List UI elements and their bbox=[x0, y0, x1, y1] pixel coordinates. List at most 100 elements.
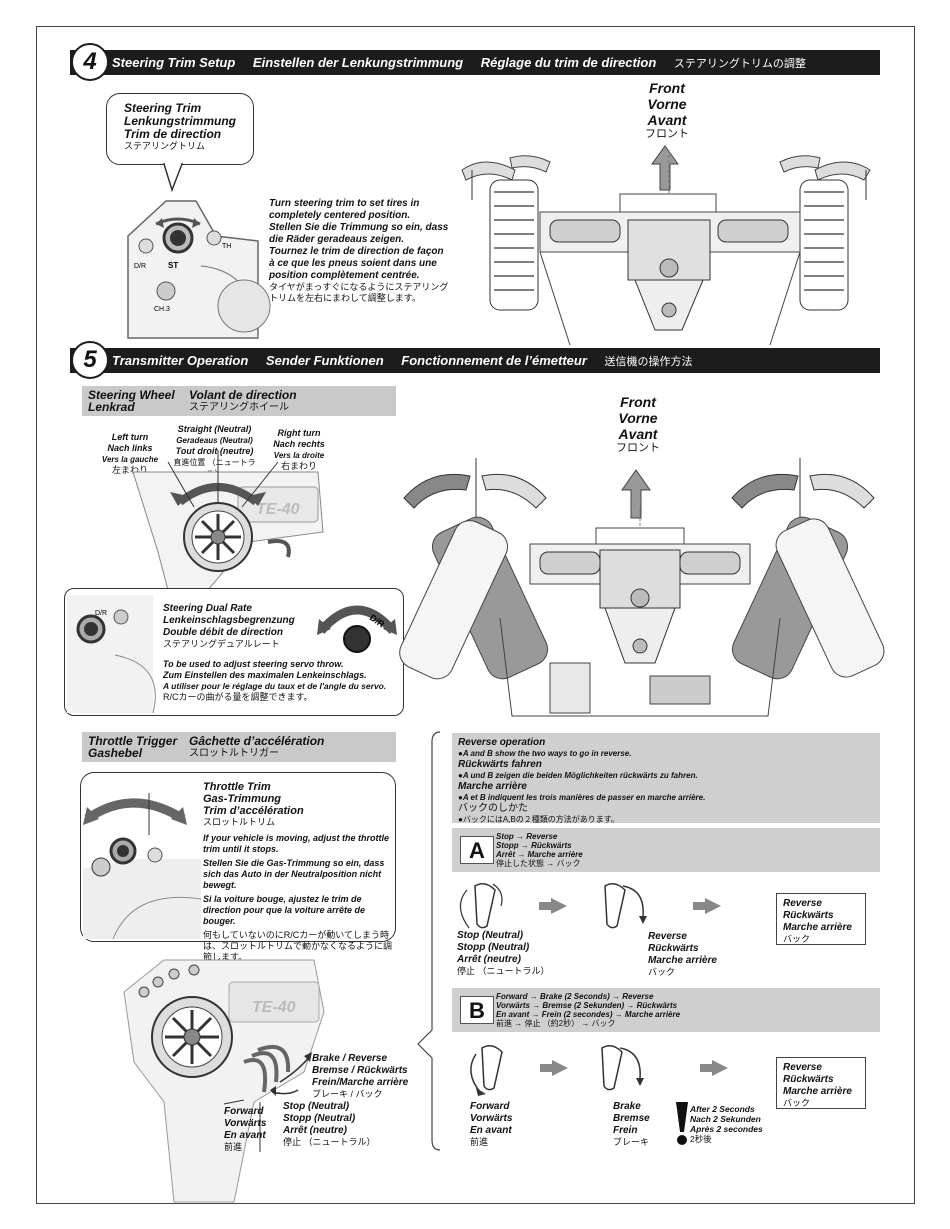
right-turn-label: Right turn Nach rechts Vers la droite 右ま… bbox=[268, 428, 330, 472]
b-wait-en: After 2 Seconds bbox=[690, 1104, 755, 1114]
b-fwd-fr: En avant bbox=[470, 1125, 512, 1136]
step5-title-fr: Fonctionnement de l’émetteur bbox=[401, 353, 587, 368]
a-rev-de: Rückwärts bbox=[648, 943, 699, 954]
left-jp: 左まわり bbox=[111, 465, 148, 475]
b-brake-fr: Frein bbox=[613, 1125, 638, 1136]
ch3-label: CH.3 bbox=[154, 306, 170, 313]
reverse-operation-box: Reverse operation ●A and B show the two … bbox=[452, 733, 880, 824]
wheel-head-jp: ステアリングホイール bbox=[189, 402, 289, 413]
brake-fr: Frein/Marche arrière bbox=[312, 1077, 409, 1088]
callout-en: Steering Trim bbox=[124, 101, 202, 115]
b-wait-label: After 2 Seconds Nach 2 Sekunden Après 2 … bbox=[690, 1104, 780, 1144]
tt-desc-jp: 何もしていないのにR/Cカーが動いてしまう時は、スロットルトリムで動かなくなるよ… bbox=[203, 930, 393, 962]
right-jp: 右まわり bbox=[280, 461, 317, 471]
callout-jp: ステアリングトリム bbox=[124, 141, 206, 151]
stop-de: Stopp (Neutral) bbox=[283, 1113, 356, 1124]
callout-de: Lenkungstrimmung bbox=[124, 114, 237, 128]
rev-en: Reverse operation bbox=[458, 737, 546, 748]
tx-brand-logo-2: TE-40 bbox=[252, 999, 296, 1016]
method-b-letter: B bbox=[460, 996, 494, 1024]
a-stop-jp: 停止 （ニュートラル） bbox=[457, 966, 550, 976]
a-res-de: Rückwärts bbox=[783, 910, 834, 921]
b-wait-de: Nach 2 Sekunden bbox=[690, 1114, 761, 1124]
a-stop-en: Stop (Neutral) bbox=[457, 930, 524, 941]
left-fr: Vers la gauche bbox=[101, 455, 159, 464]
a-reverse-label: Reverse Rückwärts Marche arrière バック bbox=[648, 931, 738, 978]
a-line-fr: Arrêt → Marche arrière bbox=[496, 850, 583, 859]
b-wait-fr: Après 2 secondes bbox=[690, 1124, 763, 1134]
a-rev-jp: バック bbox=[648, 967, 676, 977]
a-res-en: Reverse bbox=[783, 898, 822, 909]
throttle-head-fr: Gâchette d’accélération bbox=[189, 734, 325, 748]
step4-number-badge: 4 bbox=[71, 43, 109, 81]
dual-fr: Double débit de direction bbox=[163, 627, 284, 638]
instr-fr: Tournez le trim de direction de façon à … bbox=[269, 246, 444, 281]
dual-desc-en: To be used to adjust steering servo thro… bbox=[163, 659, 344, 669]
dual-desc-jp: R/Cカーの曲がる量を調整できます。 bbox=[163, 692, 313, 702]
a-rev-fr: Marche arrière bbox=[648, 955, 717, 966]
straight-de: Geradeaus (Neutral) bbox=[176, 436, 253, 445]
throttle-head-de: Gashebel bbox=[88, 746, 143, 760]
callout-pointer bbox=[162, 162, 184, 193]
instr-jp: タイヤがまっすぐになるようにステアリングトリムを左右にまわして調整します。 bbox=[269, 282, 449, 303]
instr-de: Stellen Sie die Trimmung so ein, dass di… bbox=[269, 222, 449, 245]
instr-en: Turn steering trim to set tires in compl… bbox=[269, 198, 420, 221]
dual-desc-fr: A utiliser pour le réglage du taux et de… bbox=[163, 681, 387, 691]
a-result-box: Reverse Rückwärts Marche arrière バック bbox=[776, 893, 866, 945]
chassis-top-view-step4 bbox=[461, 150, 871, 346]
wheel-head-fr: Volant de direction bbox=[189, 388, 297, 402]
front-jp: フロント bbox=[645, 128, 689, 140]
b-fwd-jp: 前進 bbox=[470, 1137, 489, 1147]
a-stop-fr: Arrêt (neutre) bbox=[457, 954, 521, 965]
throttle-trim-box: Throttle Trim Gas-Trimmung Trim d’accélé… bbox=[80, 772, 396, 962]
step4-title-bar: Steering Trim Setup Einstellen der Lenku… bbox=[70, 50, 880, 75]
fwd-fr: En avant bbox=[224, 1130, 266, 1141]
transmitter-trim-closeup: ST TH D/R CH.3 bbox=[127, 200, 271, 339]
throttle-trigger-header: Throttle Trigger Gashebel Gâchette d’acc… bbox=[82, 732, 396, 762]
b-wait-jp: 2秒後 bbox=[690, 1134, 712, 1144]
rev-en-desc: ●A and B show the two ways to go in reve… bbox=[458, 749, 632, 758]
b-fwd-de: Vorwärts bbox=[470, 1113, 513, 1124]
front5-fr: Avant bbox=[618, 426, 658, 442]
front5-de: Vorne bbox=[618, 410, 658, 426]
right-fr: Vers la droite bbox=[273, 451, 325, 460]
stop-neutral-label: Stop (Neutral) Stopp (Neutral) Arrêt (ne… bbox=[283, 1101, 383, 1148]
steering-trim-callout: Steering Trim Lenkungstrimmung Trim de d… bbox=[106, 93, 254, 165]
step5-front-label: Front Vorne Avant フロント bbox=[592, 394, 684, 454]
b-fwd-en: Forward bbox=[470, 1101, 510, 1112]
a-stop-de: Stopp (Neutral) bbox=[457, 942, 530, 953]
dual-en: Steering Dual Rate bbox=[163, 603, 252, 614]
step4-front-label: Front Vorne Avant フロント bbox=[622, 80, 712, 140]
th-label: TH bbox=[222, 243, 231, 250]
rev-de: Rückwärts fahren bbox=[458, 759, 542, 770]
b-brake-label: Brake Bremse Frein ブレーキ bbox=[613, 1101, 683, 1148]
tx-brand-logo: TE-40 bbox=[256, 501, 300, 518]
a-stop-label: Stop (Neutral) Stopp (Neutral) Arrêt (ne… bbox=[457, 930, 567, 977]
step5-title-de: Sender Funktionen bbox=[265, 353, 384, 368]
brake-jp: ブレーキ / バック bbox=[312, 1089, 383, 1099]
front-fr: Avant bbox=[647, 112, 687, 128]
page-frame bbox=[36, 26, 915, 1204]
b-res-en: Reverse bbox=[783, 1062, 822, 1073]
throttle-head-en: Throttle Trigger bbox=[88, 734, 178, 748]
b-forward-label: Forward Vorwärts En avant 前進 bbox=[470, 1101, 550, 1148]
fwd-de: Vorwärts bbox=[224, 1118, 267, 1129]
callout-fr: Trim de direction bbox=[124, 127, 222, 141]
throttle-trim-closeup bbox=[83, 793, 202, 940]
method-a-letter: A bbox=[460, 836, 494, 864]
throttle-trim-text: Throttle Trim Gas-Trimmung Trim d’accélé… bbox=[203, 781, 393, 963]
tt-desc-de: Stellen Sie die Gas-Trimmung so ein, das… bbox=[203, 858, 385, 890]
b-res-fr: Marche arrière bbox=[783, 1086, 852, 1097]
dual-de: Lenkeinschlagsbegrenzung bbox=[163, 615, 295, 626]
b-line-de: Vorwärts → Bremse (2 Sekunden) → Rückwär… bbox=[496, 1001, 678, 1010]
b-line-jp: 前進 → 停止 （約2秒） → バック bbox=[496, 1019, 616, 1028]
b-result-box: Reverse Rückwärts Marche arrière バック bbox=[776, 1057, 866, 1109]
left-en: Left turn bbox=[111, 432, 149, 442]
a-line-de: Stopp → Rückwärts bbox=[496, 841, 572, 850]
fwd-en: Forward bbox=[224, 1106, 264, 1117]
stop-jp: 停止 （ニュートラル） bbox=[283, 1137, 376, 1147]
step5-title-en: Transmitter Operation bbox=[112, 353, 249, 368]
a-line-jp: 停止した状態 → バック bbox=[496, 859, 581, 868]
b-brake-jp: ブレーキ bbox=[613, 1137, 650, 1147]
st-label: ST bbox=[168, 261, 178, 270]
